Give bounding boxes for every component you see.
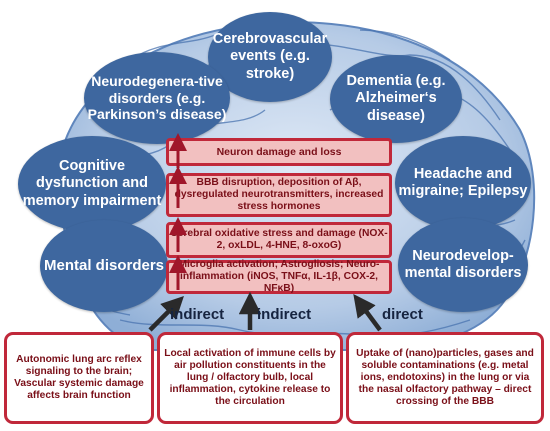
label-direct: direct: [382, 306, 423, 323]
route-autonomic-reflex: Autonomic lung arc reflex signaling to t…: [4, 332, 154, 424]
label-indirect-2: indirect: [257, 306, 312, 323]
outcome-cerebrovascular-events: Cerebrovascular events (e.g. stroke): [208, 12, 332, 102]
outcome-headache-migraine-epilepsy: Headache and migraine; Epilepsy: [395, 136, 531, 230]
outcome-neurodevelopmental-disorders: Neurodevelop-mental disorders: [398, 218, 528, 312]
route-local-immune-activation: Local activation of immune cells by air …: [157, 332, 343, 424]
outcome-cognitive-dysfunction: Cognitive dysfunction and memory impairm…: [18, 136, 166, 232]
mechanism-neuron-damage: Neuron damage and loss: [166, 138, 392, 166]
mechanism-neuroinflammation: Microglia activation; Astrogliosis; Neur…: [166, 259, 392, 294]
outcome-dementia: Dementia (e.g. Alzheimer‘s disease): [330, 55, 462, 143]
label-indirect-1: indirect: [170, 306, 225, 323]
outcome-mental-disorders: Mental disorders: [40, 220, 168, 312]
outcome-neurodegenerative-disorders: Neurodegenera-tive disorders (e.g. Parki…: [84, 52, 230, 144]
mechanism-oxidative-stress: Cerebral oxidative stress and damage (NO…: [166, 222, 392, 258]
mechanism-bbb-disruption: BBB disruption, deposition of Aβ, dysreg…: [166, 173, 392, 217]
route-direct-uptake: Uptake of (nano)particles, gases and sol…: [346, 332, 544, 424]
